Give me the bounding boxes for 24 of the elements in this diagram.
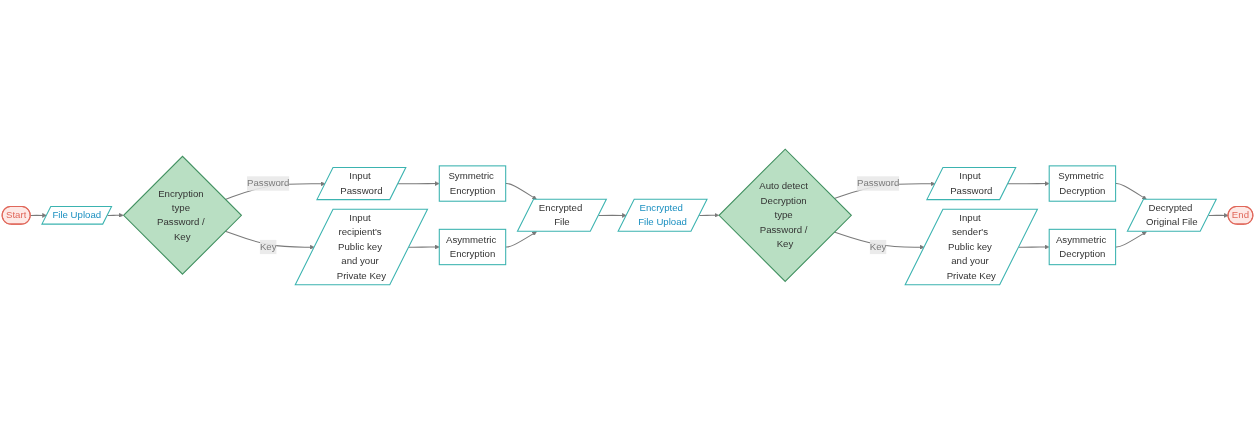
node-box: Symmetric Decryption	[1048, 165, 1117, 202]
edge-label: Password	[856, 177, 900, 189]
node-box: Asymmetric Decryption	[1048, 228, 1117, 266]
arrow	[1018, 244, 1050, 250]
edge-label: Key	[259, 241, 277, 253]
edge-label: Key	[869, 241, 887, 253]
arrow	[106, 212, 124, 218]
arrow	[598, 213, 627, 218]
arrow	[505, 231, 537, 248]
node-diamond: Auto detect Decryption type Password / Key	[718, 148, 853, 283]
arrow	[505, 183, 537, 200]
arrow	[698, 212, 719, 218]
arrow	[397, 181, 440, 186]
arrow	[833, 231, 925, 250]
arrow	[1115, 183, 1147, 200]
node-box: Asymmetric Encryption	[438, 228, 507, 266]
arrow	[408, 244, 440, 250]
node-box: Symmetric Encryption	[438, 165, 507, 202]
arrow	[224, 230, 315, 250]
edge-label: Password	[247, 177, 290, 189]
arrow	[1115, 231, 1147, 248]
node-diamond: Encryption type Password / Key	[122, 155, 243, 275]
arrow	[1007, 181, 1050, 186]
arrow	[1207, 213, 1229, 218]
